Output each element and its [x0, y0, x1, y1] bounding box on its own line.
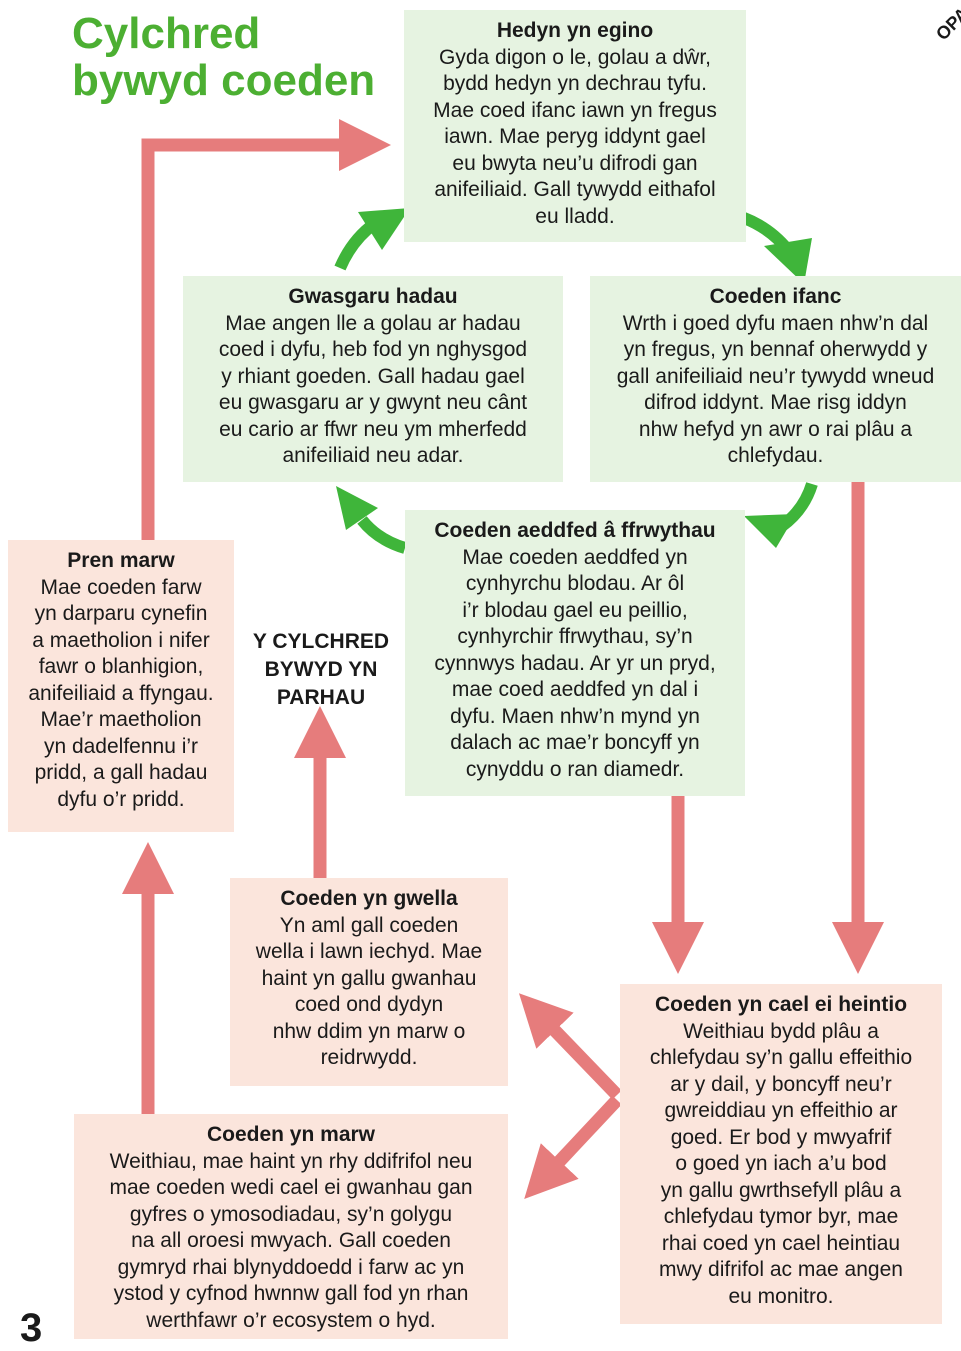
stage-heading: Coeden yn gwella — [280, 887, 458, 910]
arrow-dispersal-to-seed — [334, 208, 410, 271]
stage-tree-infected: Coeden yn cael ei heintio Weithiau bydd … — [620, 984, 942, 1324]
stage-heading: Hedyn yn egino — [496, 19, 654, 42]
arrow-infected-to-recovering — [518, 993, 622, 1100]
stage-heading: Gwasgaru hadau — [288, 285, 458, 308]
stage-seed-dispersal: Gwasgaru hadau Mae angen lle a golau ar … — [183, 276, 563, 482]
stage-heading: Coeden ifanc — [709, 285, 842, 308]
arrow-young-to-mature — [744, 482, 818, 548]
arrow-seed-to-young — [741, 212, 812, 284]
cycle-continues-label: Y CYLCHRED BYWYD YN PARHAU — [252, 630, 390, 709]
arrow-infected-to-dying — [524, 1095, 622, 1199]
arrow-mature-to-dispersal — [336, 486, 407, 554]
page-number: 3 — [20, 1306, 43, 1350]
stage-heading: Pren marw — [67, 549, 175, 572]
stage-seed-germinating: Hedyn yn egino Gyda digon o le, golau a … — [404, 10, 746, 242]
stage-heading: Coeden aeddfed â ffrwythau — [434, 519, 716, 542]
arrow-deadwood-to-seed — [141, 119, 391, 545]
stage-heading: Coeden yn marw — [206, 1123, 376, 1146]
stage-tree-dying: Coeden yn marw Weithiau, mae haint yn rh… — [74, 1114, 508, 1339]
stage-young-tree: Coeden ifanc Wrth i goed dyfu maen nhw’n… — [590, 276, 961, 482]
stage-heading: Coeden yn cael ei heintio — [654, 993, 908, 1016]
stage-mature-tree: Coeden aeddfed â ffrwythau Mae coeden ae… — [405, 510, 745, 796]
page-title: Cylchred bywyd coeden — [72, 9, 376, 105]
